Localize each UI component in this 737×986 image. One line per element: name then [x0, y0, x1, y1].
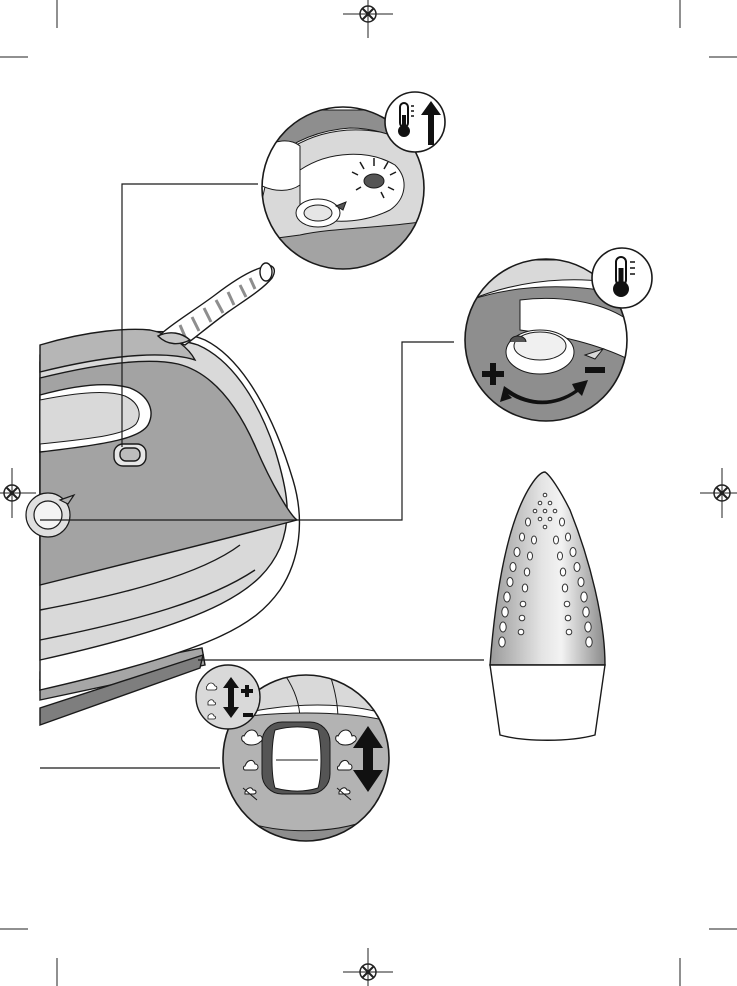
- iron-body: [40, 329, 299, 725]
- small-minus-sign: [243, 713, 253, 717]
- callout-thermostat-light: [260, 92, 445, 280]
- indicator-light: [114, 444, 146, 466]
- registration-mark-right: [700, 468, 737, 518]
- registration-mark-top: [343, 0, 393, 38]
- callout-temperature-dial: [460, 248, 652, 430]
- soleplate: [490, 472, 605, 740]
- callout-steam-control: [195, 664, 400, 850]
- thermometer-icon: [592, 248, 652, 308]
- registration-mark-bottom: [343, 948, 393, 986]
- iron-handle-grip: [158, 263, 274, 345]
- thermometer-up-icon: [385, 92, 445, 152]
- minus-sign: [585, 367, 605, 373]
